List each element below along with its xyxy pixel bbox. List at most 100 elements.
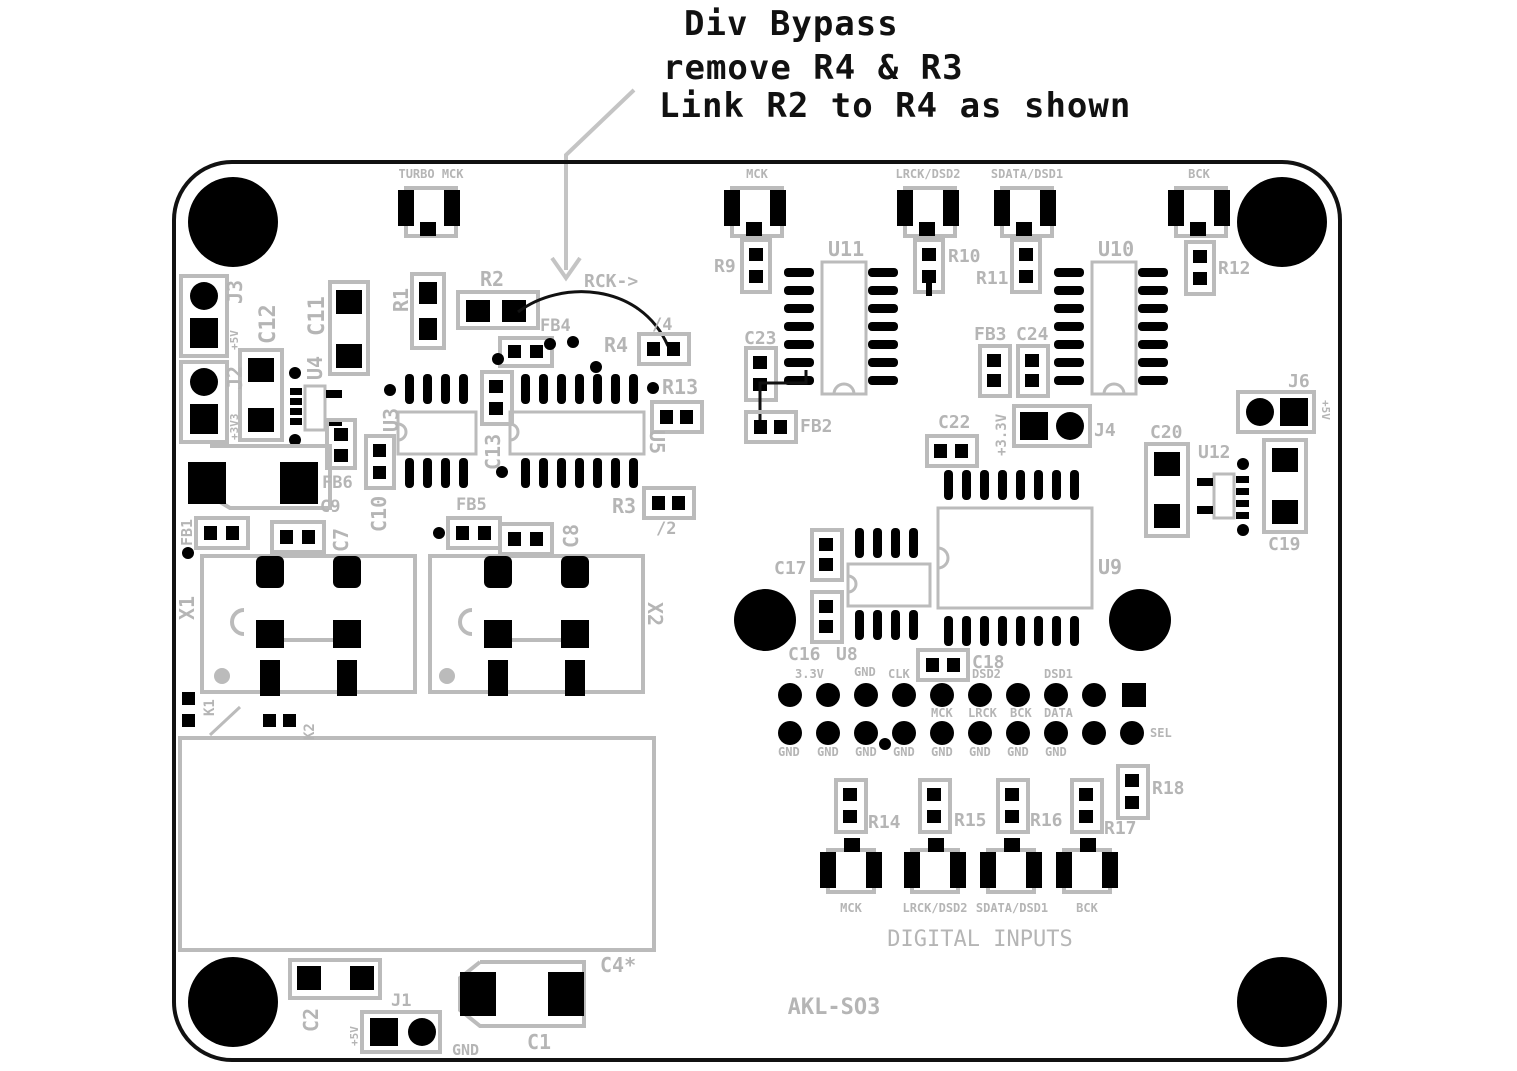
label-r18: R18 <box>1152 778 1185 799</box>
input-connector-mck <box>820 838 882 894</box>
c22-capacitor <box>925 434 979 468</box>
label-u5: U5 <box>645 430 669 454</box>
label-j3-power: +5V <box>228 330 241 350</box>
header-label-gnd: GND <box>817 745 839 759</box>
label-c4: C4* <box>600 953 636 977</box>
u8-ic <box>846 528 932 640</box>
j1-connector <box>360 1010 442 1054</box>
header-label-dsd1: DSD1 <box>1044 667 1073 681</box>
label-j1: J1 <box>391 991 411 1011</box>
input-connector-sdata <box>980 838 1042 894</box>
header-label-gnd: GND <box>1045 745 1067 759</box>
label-c8: C8 <box>559 524 583 548</box>
label-r16: R16 <box>1030 810 1063 831</box>
fb1-ferrite <box>182 516 250 559</box>
label-j3: J3 <box>223 280 247 304</box>
u-connector-lrck <box>897 186 959 238</box>
annotation-arrow <box>564 88 636 270</box>
label-j6: J6 <box>1288 371 1310 392</box>
top-connector-label-mck: MCK <box>746 167 768 181</box>
x1-oscillator <box>200 554 417 696</box>
c13-capacitor <box>480 370 514 426</box>
label-c10: C10 <box>367 496 391 532</box>
r14-resistor <box>834 778 868 834</box>
input-connector-bck <box>1056 838 1118 894</box>
input-label-lrck: LRCK/DSD2 <box>902 901 967 915</box>
label-j1-gnd: GND <box>452 1041 479 1059</box>
label-j4: J4 <box>1094 420 1116 441</box>
label-k2: K2 <box>302 723 318 740</box>
u-connector-mck <box>724 186 786 238</box>
label-c1: C1 <box>527 1030 551 1054</box>
r9-resistor <box>740 238 772 294</box>
header-label-bck: BCK <box>1010 706 1032 720</box>
u-connector-bck <box>1168 186 1230 238</box>
top-connector-label-bck: BCK <box>1188 167 1210 181</box>
label-div2: /2 <box>656 519 676 539</box>
u3-ic <box>384 374 478 488</box>
label-div4: /4 <box>652 315 672 335</box>
u5-ic <box>496 374 646 488</box>
input-label-bck: BCK <box>1076 901 1098 915</box>
label-r3: R3 <box>612 494 636 518</box>
c2-capacitor <box>288 958 382 1000</box>
label-r11: R11 <box>976 268 1009 289</box>
r4-resistor <box>637 332 691 366</box>
label-j2: J2 <box>223 366 247 390</box>
r17-resistor <box>1070 778 1104 834</box>
label-r4: R4 <box>604 333 628 357</box>
j6-connector <box>1236 390 1316 434</box>
header-label-3v3: 3.3V <box>795 667 824 681</box>
label-j4-power: +3.3V <box>994 413 1010 456</box>
label-u12: U12 <box>1198 442 1231 463</box>
label-r1: R1 <box>389 288 413 312</box>
c1-capacitor <box>458 960 586 1028</box>
pin-header <box>778 683 1146 750</box>
label-fb2: FB2 <box>800 416 833 437</box>
label-u9: U9 <box>1098 555 1122 579</box>
label-c16: C16 <box>788 644 821 665</box>
r15-resistor <box>918 778 952 834</box>
input-connector-lrck <box>904 838 966 894</box>
label-x2: X2 <box>643 602 667 626</box>
u12-regulator <box>1197 458 1249 536</box>
r2-r4-link-wire <box>517 290 670 347</box>
label-fb6: FB6 <box>322 473 353 493</box>
mounting-hole <box>1237 957 1327 1047</box>
r12-resistor <box>1184 240 1216 296</box>
label-c13: C13 <box>481 434 505 470</box>
label-j2-power: +3V3 <box>228 414 241 441</box>
j2-connector <box>179 360 229 444</box>
label-c9: C9 <box>320 497 340 517</box>
label-c23: C23 <box>744 328 777 349</box>
label-u8: U8 <box>836 644 858 665</box>
r13-resistor <box>647 382 704 434</box>
r3-resistor <box>642 486 696 520</box>
c18-capacitor <box>916 648 970 682</box>
mounting-hole <box>734 589 796 651</box>
label-r9: R9 <box>714 256 736 277</box>
top-connector-label-lrck: LRCK/DSD2 <box>895 167 960 181</box>
c23-link-wire <box>758 370 808 428</box>
u9-ic <box>936 470 1094 646</box>
label-c17: C17 <box>774 558 807 579</box>
header-label-gnd: GND <box>1007 745 1029 759</box>
label-r17: R17 <box>1104 818 1137 839</box>
r10-resistor <box>913 238 945 296</box>
label-r12: R12 <box>1218 258 1251 279</box>
section-label-digital-inputs: DIGITAL INPUTS <box>887 927 1072 952</box>
mounting-hole <box>1237 177 1327 267</box>
label-u4: U4 <box>303 356 327 380</box>
c7-capacitor <box>270 520 326 554</box>
r2-resistor <box>456 290 540 330</box>
label-r15: R15 <box>954 810 987 831</box>
label-c24: C24 <box>1016 324 1049 345</box>
c19-capacitor <box>1262 438 1308 534</box>
header-label-mck: MCK <box>931 706 953 720</box>
annotation-arrow-head <box>550 256 582 282</box>
label-c12: C12 <box>256 304 281 344</box>
header-label-gnd-top: GND <box>854 665 876 679</box>
j3-connector <box>179 274 229 358</box>
mounting-holes <box>188 177 1327 1047</box>
